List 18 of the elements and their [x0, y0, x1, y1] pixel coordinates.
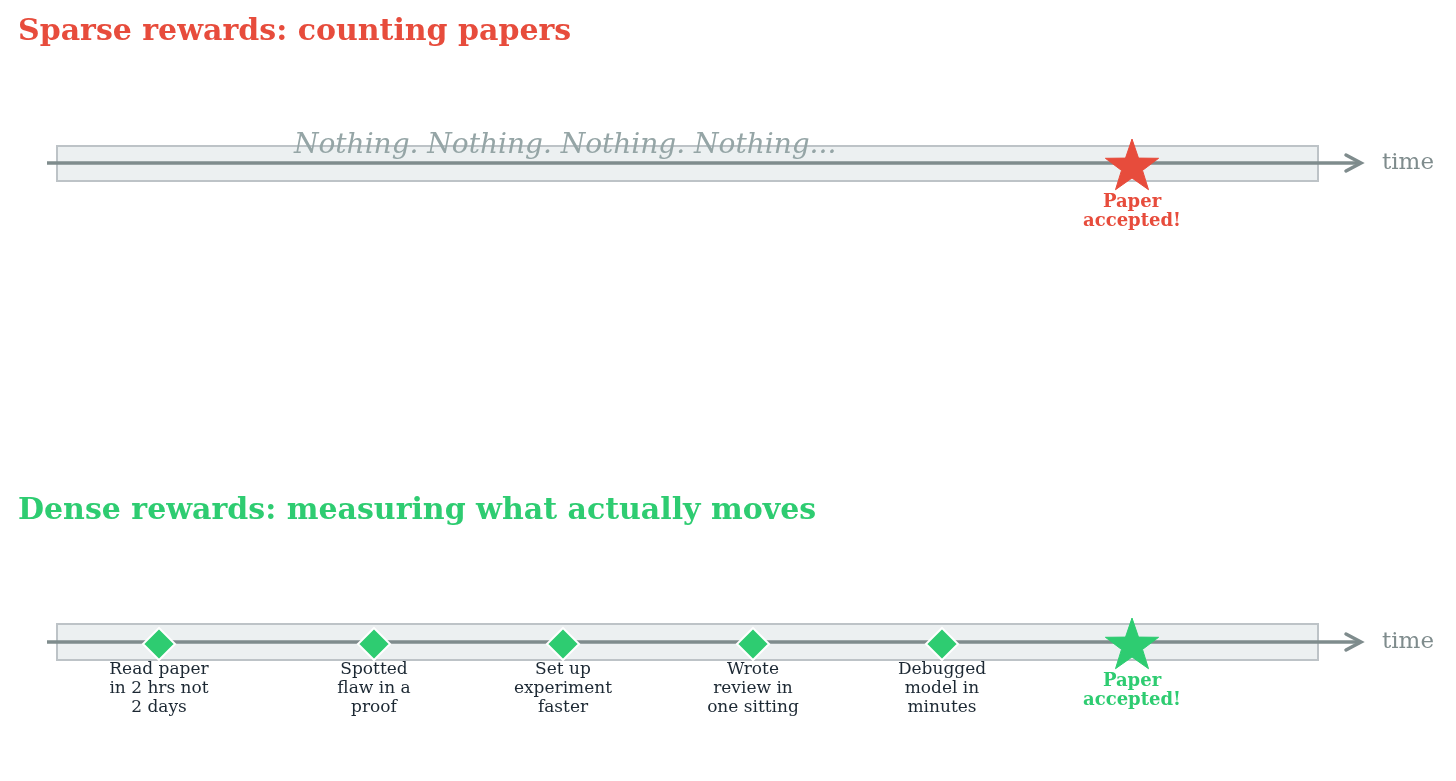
milestone-label: Wrote review in one sitting — [706, 659, 800, 716]
section-heading: Sparse rewards: counting papers — [18, 12, 572, 47]
diamond-marker — [925, 627, 959, 661]
axis-label: time — [1382, 148, 1435, 174]
star-marker — [1104, 616, 1160, 672]
diamond-marker — [736, 627, 770, 661]
milestone-label: Spotted flaw in a proof — [336, 659, 412, 716]
star-marker — [1104, 137, 1160, 193]
axis-label: time — [1382, 627, 1435, 653]
section-heading: Dense rewards: measuring what actually moves — [18, 491, 817, 526]
milestone-label: Paper accepted! — [1082, 191, 1182, 229]
milestone-label: Paper accepted! — [1082, 670, 1182, 708]
milestone-label: Set up experiment faster — [512, 659, 614, 716]
diamond-marker — [357, 627, 391, 661]
milestone-label: Read paper in 2 hrs not 2 days — [108, 659, 210, 716]
milestone-label: Debugged model in minutes — [896, 659, 988, 716]
diamond-marker — [546, 627, 580, 661]
diamond-marker — [142, 627, 176, 661]
